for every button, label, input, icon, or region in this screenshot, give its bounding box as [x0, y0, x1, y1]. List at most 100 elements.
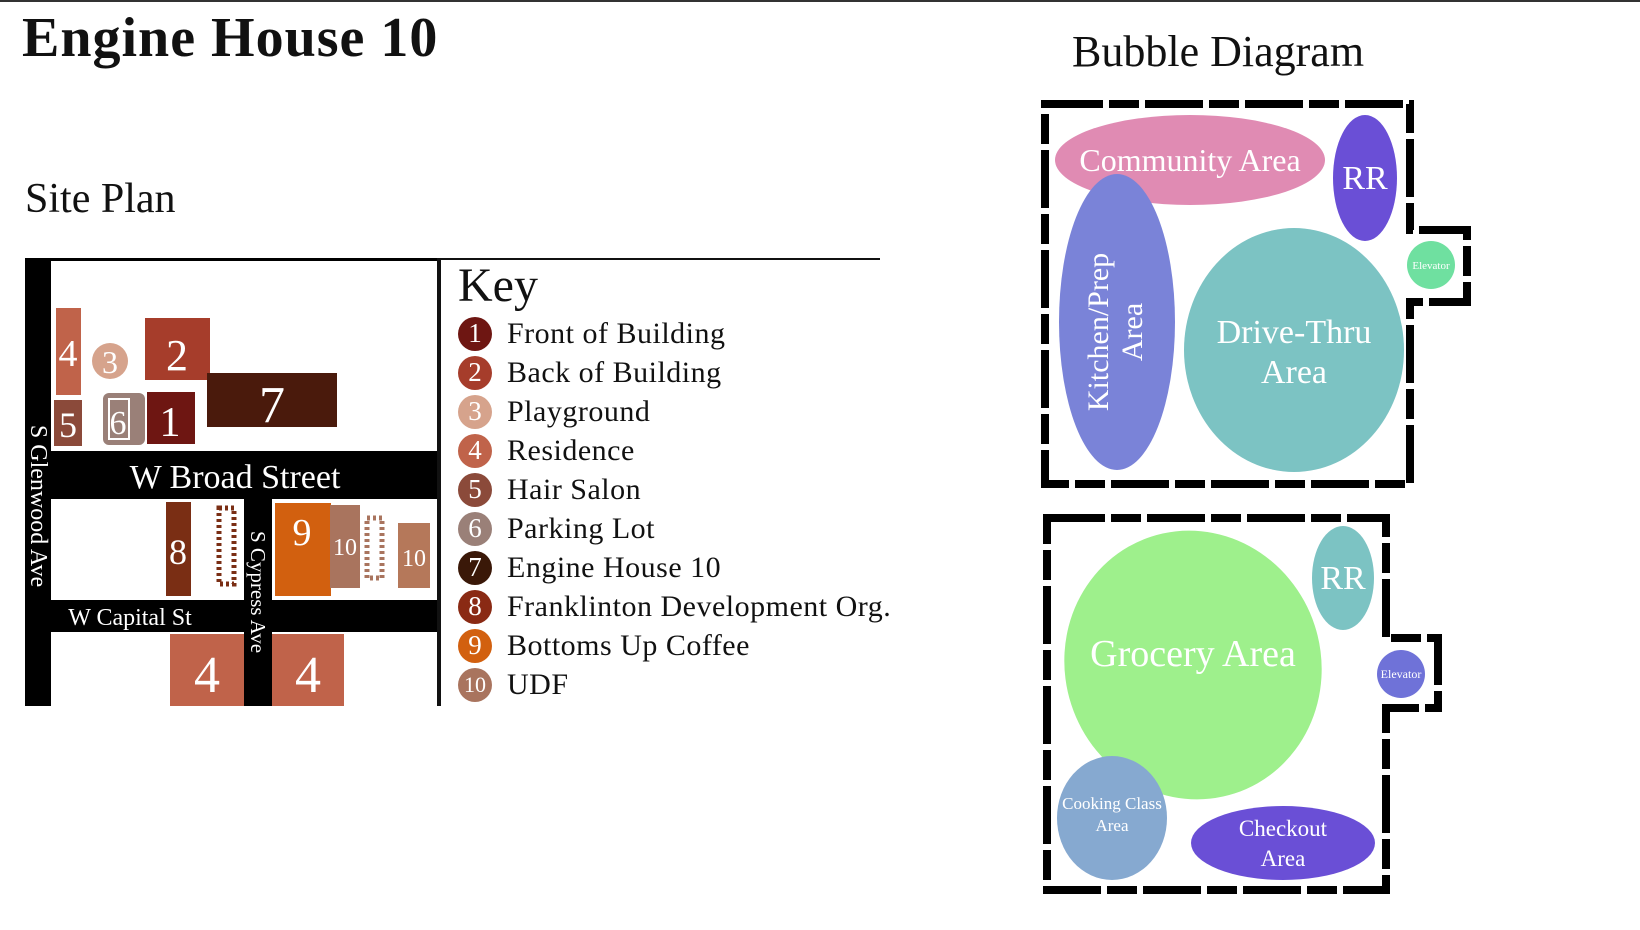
key-number-badge: 8 — [458, 589, 492, 624]
lot-parking-bay — [108, 398, 130, 440]
lot-parking — [103, 393, 145, 445]
bubble-elevator-upper-label: Elevator — [1412, 260, 1450, 272]
key-item: 4 Residence — [458, 431, 891, 470]
key-item: 10 UDF — [458, 665, 891, 704]
lot-label: 7 — [259, 377, 285, 434]
lot-hair-salon — [54, 400, 82, 446]
lot-label: 2 — [166, 331, 188, 380]
lower-floor-walls — [1043, 514, 1442, 894]
lot-label: 6 — [110, 405, 127, 442]
lot-engine-house — [207, 373, 337, 427]
key-number-badge: 9 — [458, 628, 492, 663]
bubble-cooking-label-line1: Cooking Class — [1062, 794, 1162, 813]
lot-playground — [92, 343, 128, 379]
bubble-grocery-area — [1064, 530, 1322, 800]
site-plan-title: Site Plan — [25, 176, 176, 222]
street-label-cypress: S Cypress Ave — [246, 531, 270, 653]
key-divider — [437, 258, 441, 706]
upper-floor-outline — [1041, 100, 1471, 488]
lot-label: 4 — [295, 647, 321, 704]
key-item: 1 Front of Building — [458, 314, 891, 353]
key-item-label: Back of Building — [507, 355, 722, 389]
key-item: 6 Parking Lot — [458, 509, 891, 548]
page-title: Engine House 10 — [22, 7, 439, 69]
bubble-kitchen-label-line2: Area — [1116, 303, 1149, 361]
key-top-rule — [440, 258, 880, 260]
lot-residence-north — [56, 308, 81, 395]
key-item-label: Hair Salon — [507, 472, 642, 506]
key-number-badge: 4 — [458, 433, 492, 468]
key-item-label: Front of Building — [507, 316, 726, 350]
lot-udf-parking — [364, 515, 385, 581]
key-item: 9 Bottoms Up Coffee — [458, 626, 891, 665]
bubble-restroom-upper-label: RR — [1342, 160, 1388, 197]
key-item: 5 Hair Salon — [458, 470, 891, 509]
bubble-restroom-lower — [1312, 526, 1374, 630]
upper-floor-walls — [1041, 100, 1471, 488]
lot-label: 9 — [293, 512, 312, 554]
key-number-badge: 7 — [458, 550, 492, 585]
bubble-restroom-upper — [1333, 115, 1397, 241]
key-number-badge: 3 — [458, 394, 492, 429]
key-item: 7 Engine House 10 — [458, 548, 891, 587]
key-item: 2 Back of Building — [458, 353, 891, 392]
lot-udf-east — [398, 523, 430, 588]
key-item: 8 Franklinton Development Org. — [458, 587, 891, 626]
key-item-label: Bottoms Up Coffee — [507, 628, 750, 662]
key-item-label: Playground — [507, 394, 651, 428]
bubble-drive-thru-label-line1: Drive-Thru — [1217, 314, 1372, 351]
bubble-elevator-lower — [1377, 650, 1425, 698]
lot-label: 1 — [160, 400, 181, 446]
lot-label: 5 — [59, 405, 77, 445]
key-heading: Key — [458, 259, 538, 312]
bubble-restroom-lower-label: RR — [1320, 560, 1366, 597]
key-number-badge: 2 — [458, 355, 492, 390]
lot-residence-southeast — [272, 634, 344, 706]
key-number-badge: 6 — [458, 511, 492, 546]
lower-floor-outline — [1043, 514, 1442, 894]
bubble-community-label: Community Area — [1079, 142, 1300, 178]
key-item-label: Parking Lot — [507, 511, 655, 545]
top-rule — [0, 0, 1640, 2]
bubble-checkout-label-line1: Checkout — [1239, 816, 1328, 841]
lot-front-of-building — [147, 392, 195, 444]
bubble-grocery-label: Grocery Area — [1090, 633, 1296, 675]
capital-street-road — [25, 600, 440, 632]
key-number-badge: 1 — [458, 316, 492, 351]
lot-label: 8 — [169, 532, 187, 572]
key-item-label: UDF — [507, 667, 569, 701]
key-list: 1 Front of Building 2 Back of Building 3 Pl… — [458, 314, 891, 704]
street-label-capital: W Capital St — [68, 605, 192, 631]
lot-residence-southwest — [170, 634, 244, 706]
map-top-edge — [25, 258, 440, 261]
key-item: 3 Playground — [458, 392, 891, 431]
bubble-checkout-label-line2: Area — [1261, 846, 1306, 871]
lot-label: 3 — [102, 344, 118, 380]
lot-back-of-building — [145, 318, 210, 380]
bubble-elevator-upper — [1407, 241, 1455, 289]
cypress-avenue-road — [244, 499, 272, 706]
bubble-kitchen-prep — [1059, 174, 1175, 470]
lot-label: 10 — [402, 546, 426, 572]
lot-label: 4 — [59, 333, 78, 375]
key-item-label: Franklinton Development Org. — [507, 589, 892, 623]
lot-franklinton-dev-org — [166, 502, 191, 596]
key-number-badge: 10 — [458, 667, 492, 702]
street-label-glenwood: S Glenwood Ave — [25, 425, 51, 587]
lot-bottoms-up-coffee — [275, 503, 331, 596]
lot-label: 10 — [333, 535, 357, 561]
bubble-kitchen-label-line1: Kitchen/Prep — [1082, 253, 1115, 411]
bubble-diagram-title: Bubble Diagram — [1072, 27, 1365, 76]
key-number-badge: 5 — [458, 472, 492, 507]
key-item-label: Residence — [507, 433, 635, 467]
bubble-drive-thru — [1184, 228, 1404, 472]
street-label-broad: W Broad Street — [130, 459, 341, 496]
lot-udf-building — [330, 505, 360, 588]
bubble-drive-thru-label-line2: Area — [1261, 354, 1327, 391]
bubble-checkout — [1191, 806, 1375, 880]
bubble-cooking-label-line2: Area — [1095, 816, 1128, 835]
lot-label: 4 — [194, 647, 220, 704]
key-item-label: Engine House 10 — [507, 550, 722, 584]
